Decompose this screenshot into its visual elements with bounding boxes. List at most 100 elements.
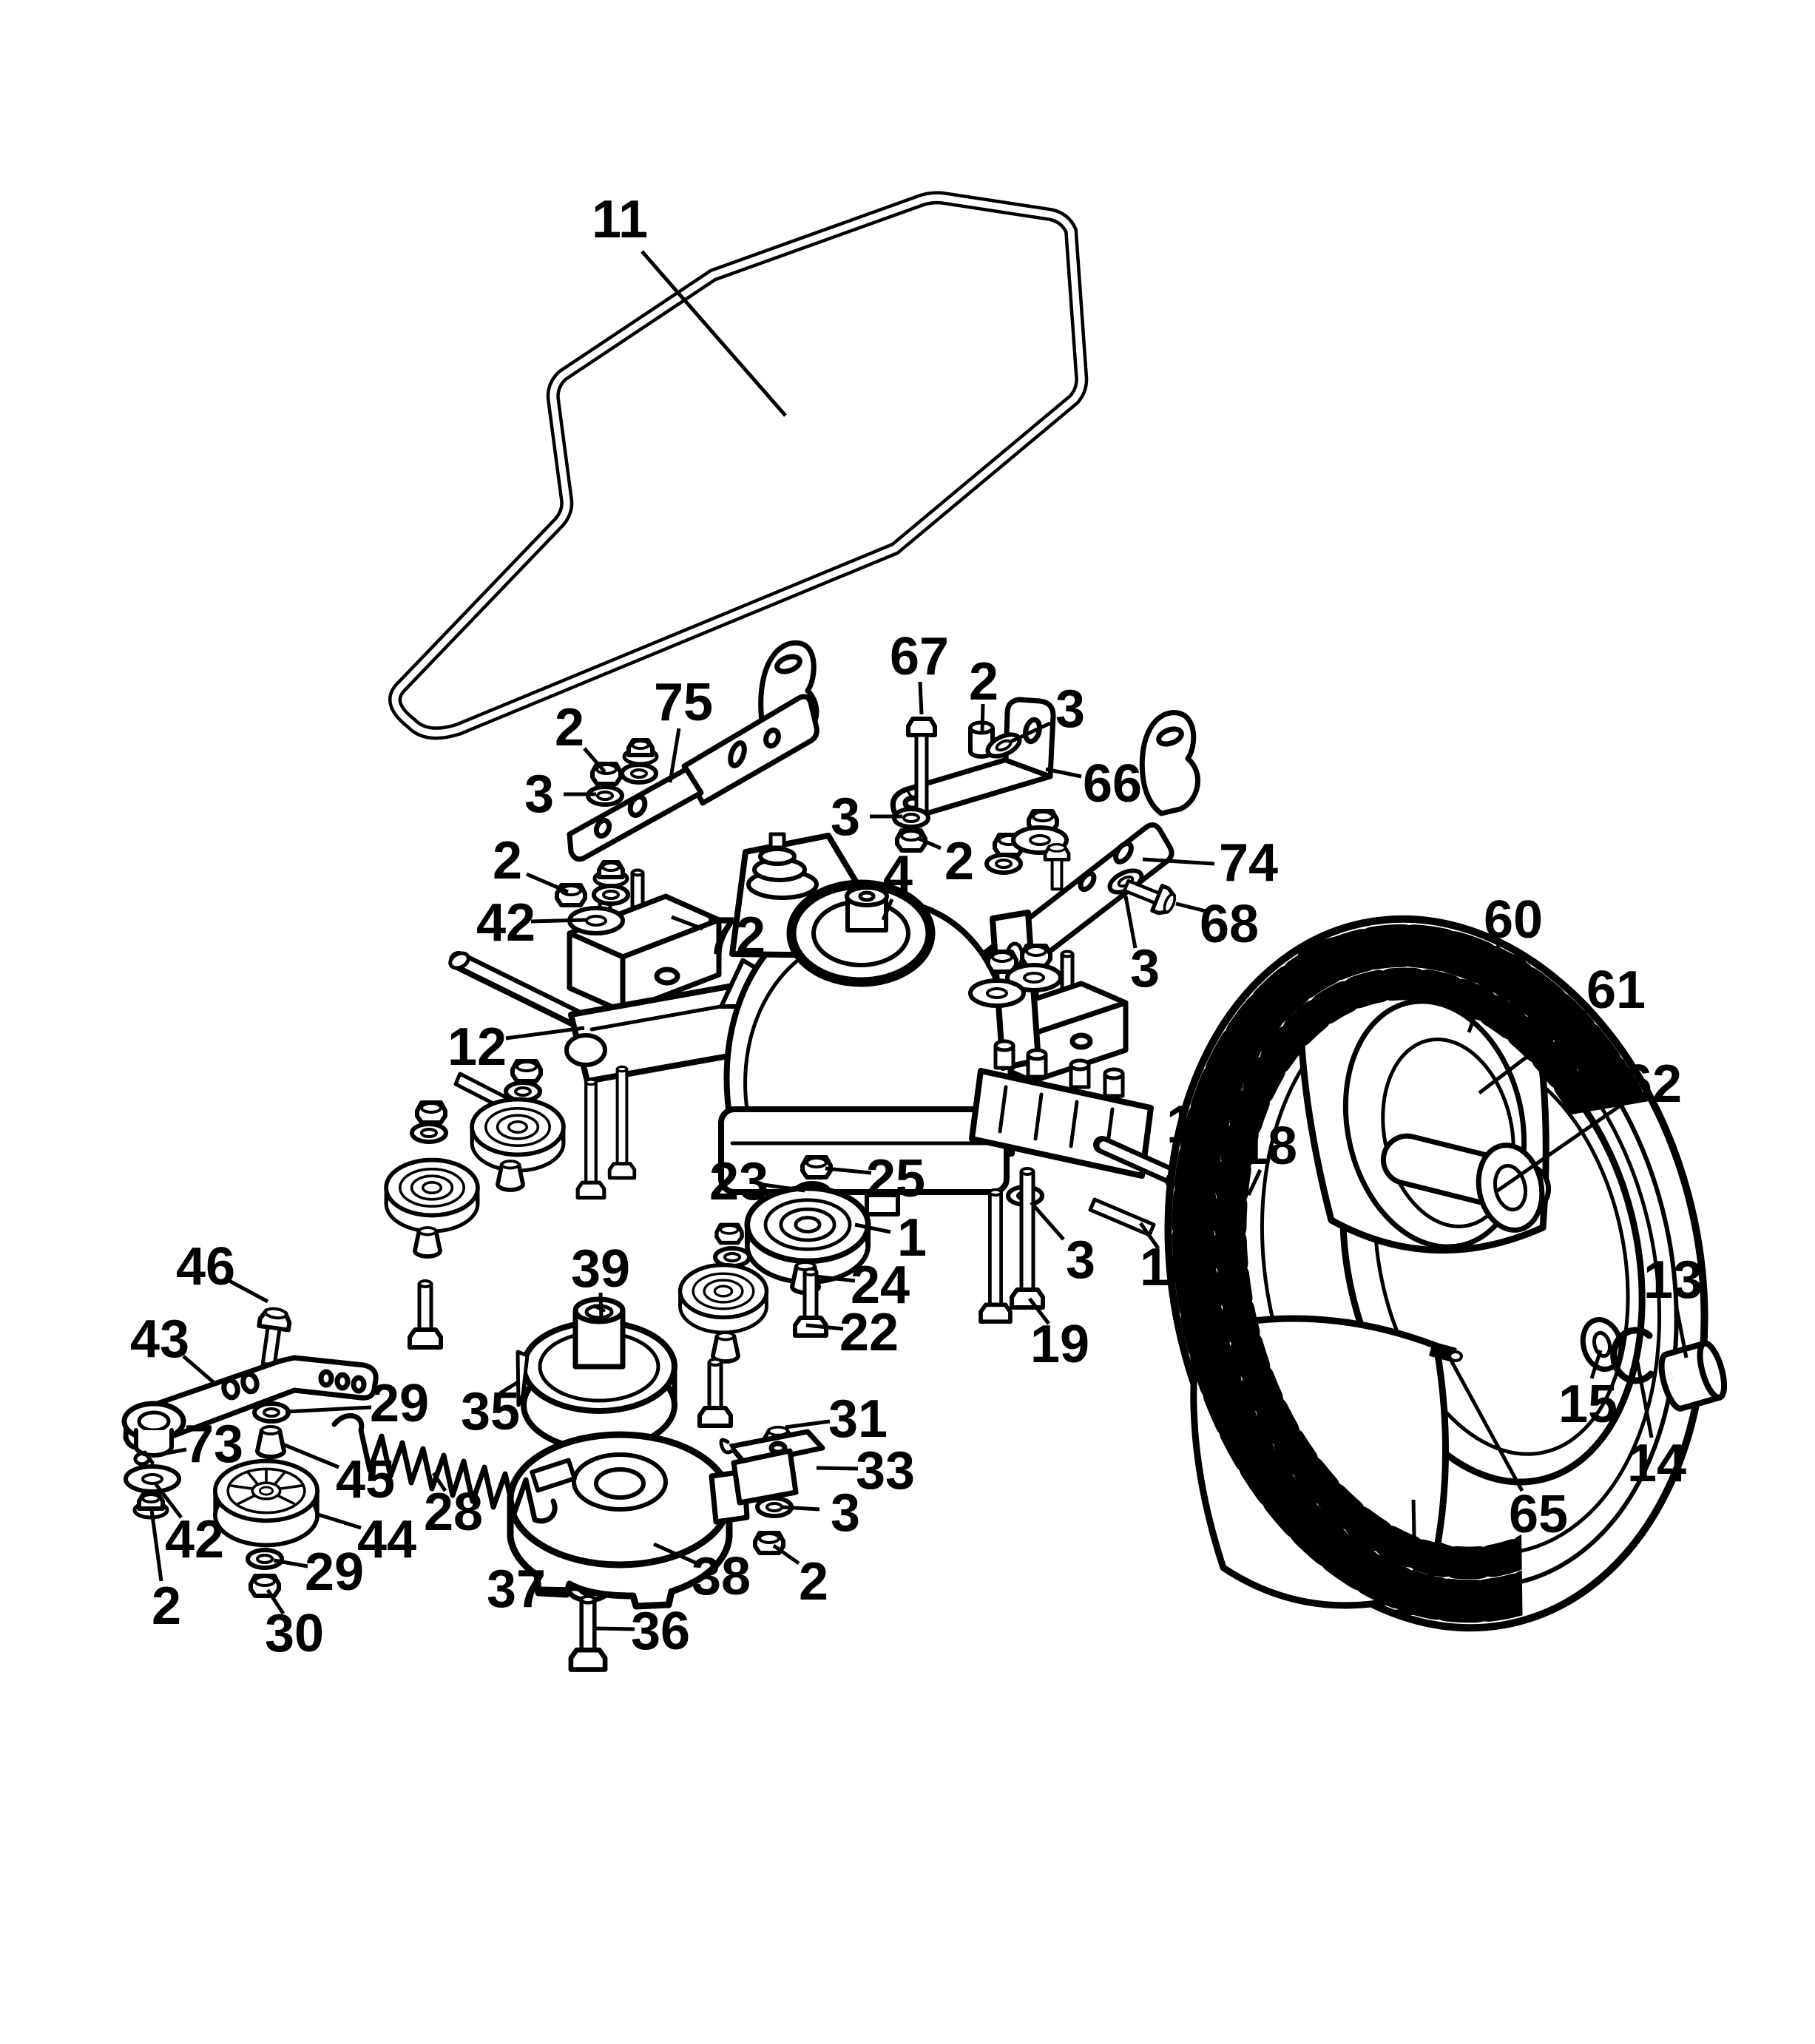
part-number: 62 <box>1623 1055 1682 1114</box>
part-label-1-20: 1 <box>854 1208 927 1268</box>
part-label-3-3: 3 <box>524 765 596 824</box>
leader-line <box>671 915 703 931</box>
part-number: 28 <box>424 1483 483 1542</box>
part-number: 61 <box>1586 961 1646 1020</box>
part-label-73-40: 73 <box>155 1415 243 1474</box>
part-label-39-23: 39 <box>571 1239 630 1322</box>
part-number: 68 <box>1200 895 1259 954</box>
extension-spring-28 <box>331 1413 558 1524</box>
part-label-3-13: 3 <box>1123 896 1160 998</box>
part-number: 13 <box>1643 1251 1703 1310</box>
leader-line <box>1467 944 1501 1033</box>
leader-line <box>182 1355 217 1386</box>
part-number: 24 <box>851 1256 910 1315</box>
part-label-61-30: 61 <box>1478 961 1646 1094</box>
part-number: 3 <box>524 765 554 824</box>
part-label-38-53: 38 <box>652 1542 751 1606</box>
part-label-23-18: 23 <box>709 1152 805 1211</box>
part-number: 3 <box>831 788 860 847</box>
part-number: 67 <box>890 627 949 686</box>
part-label-65-35: 65 <box>1447 1356 1568 1544</box>
leader-line <box>1589 1350 1603 1379</box>
leader-line <box>1045 767 1082 779</box>
rear-wheel <box>1164 915 1708 1632</box>
part-label-30-47: 30 <box>265 1588 324 1663</box>
leader-line <box>918 681 924 715</box>
leader-line <box>583 747 606 774</box>
leader-line <box>805 1323 844 1331</box>
leader-line <box>1478 1007 1592 1094</box>
part-label-12-17: 12 <box>447 1018 585 1077</box>
brake-bracket-33 <box>719 1429 825 1506</box>
leader-line <box>530 918 587 924</box>
leader-line <box>763 1182 805 1193</box>
leader-line <box>285 1405 372 1414</box>
part-number: 66 <box>1083 754 1142 813</box>
part-number: 43 <box>130 1310 189 1369</box>
part-number: 22 <box>839 1303 899 1362</box>
part-label-29-39: 29 <box>285 1374 429 1433</box>
part-number: 72 <box>706 907 765 966</box>
part-label-29-45: 29 <box>273 1543 364 1602</box>
part-label-67-4: 67 <box>890 627 949 715</box>
leader-line <box>1175 901 1206 913</box>
leader-line <box>431 1472 447 1492</box>
part-label-2-2: 2 <box>555 698 606 774</box>
part-label-72-16: 72 <box>671 907 765 966</box>
leader-line <box>1142 857 1215 866</box>
part-label-3-26: 3 <box>1030 1201 1095 1290</box>
part-number: 1 <box>897 1208 927 1268</box>
part-label-14-34: 14 <box>1627 1361 1686 1493</box>
part-label-11-0: 11 <box>592 190 787 417</box>
leader-line <box>814 1274 856 1283</box>
wheel-hub-65 <box>1342 998 1552 1250</box>
leader-line <box>781 1505 820 1512</box>
part-number: 65 <box>1509 1485 1568 1544</box>
leader-line <box>228 1279 269 1304</box>
part-number: 3 <box>1066 1231 1095 1290</box>
part-label-15-24: 15 <box>1166 1095 1226 1184</box>
part-number: 44 <box>357 1510 416 1569</box>
leader-line <box>854 1222 891 1234</box>
part-number: 29 <box>305 1543 364 1602</box>
leader-line <box>881 899 894 921</box>
part-number: 3 <box>1130 939 1160 998</box>
part-number: 2 <box>152 1577 181 1636</box>
leader-line <box>1411 1499 1417 1571</box>
leader-line <box>816 1466 859 1471</box>
leader-line <box>273 1558 308 1568</box>
axle-cap-13 <box>1658 1340 1728 1412</box>
part-label-15-33: 15 <box>1558 1350 1618 1434</box>
part-number: 42 <box>476 893 535 952</box>
part-label-66-7: 66 <box>1045 754 1142 813</box>
part-number: 2 <box>944 832 974 891</box>
part-number: 11 <box>592 190 648 249</box>
damper-block-left <box>567 870 722 1015</box>
leader-line <box>498 1379 521 1395</box>
part-label-24-21: 24 <box>814 1256 910 1315</box>
leader-line <box>526 872 569 894</box>
leader-line <box>149 1509 163 1582</box>
part-label-2-14: 2 <box>493 831 569 894</box>
part-label-44-44: 44 <box>317 1510 416 1569</box>
part-number: 15 <box>1558 1375 1618 1434</box>
part-number: 30 <box>265 1604 324 1663</box>
leader-line <box>980 703 985 734</box>
part-number: 42 <box>165 1510 224 1569</box>
part-number: 15 <box>1166 1095 1226 1154</box>
leader-line <box>1195 1148 1201 1184</box>
part-label-17-36: 17 <box>1385 1499 1444 1627</box>
leader-line <box>595 1626 635 1631</box>
part-label-37-54: 37 <box>487 1560 581 1619</box>
leader-line <box>1030 1201 1065 1241</box>
part-number: 46 <box>176 1237 235 1296</box>
part-label-2-52: 2 <box>772 1543 828 1611</box>
c-clip-14 <box>1610 1327 1655 1384</box>
transaxle <box>448 832 1190 1216</box>
electric-clutch-38 <box>507 1431 750 1610</box>
hanger-bracket-66 <box>890 697 1056 823</box>
part-label-31-49: 31 <box>785 1390 888 1449</box>
part-number: 37 <box>487 1560 546 1619</box>
leader-line <box>1674 1304 1689 1358</box>
part-number: 16 <box>1140 1238 1199 1297</box>
